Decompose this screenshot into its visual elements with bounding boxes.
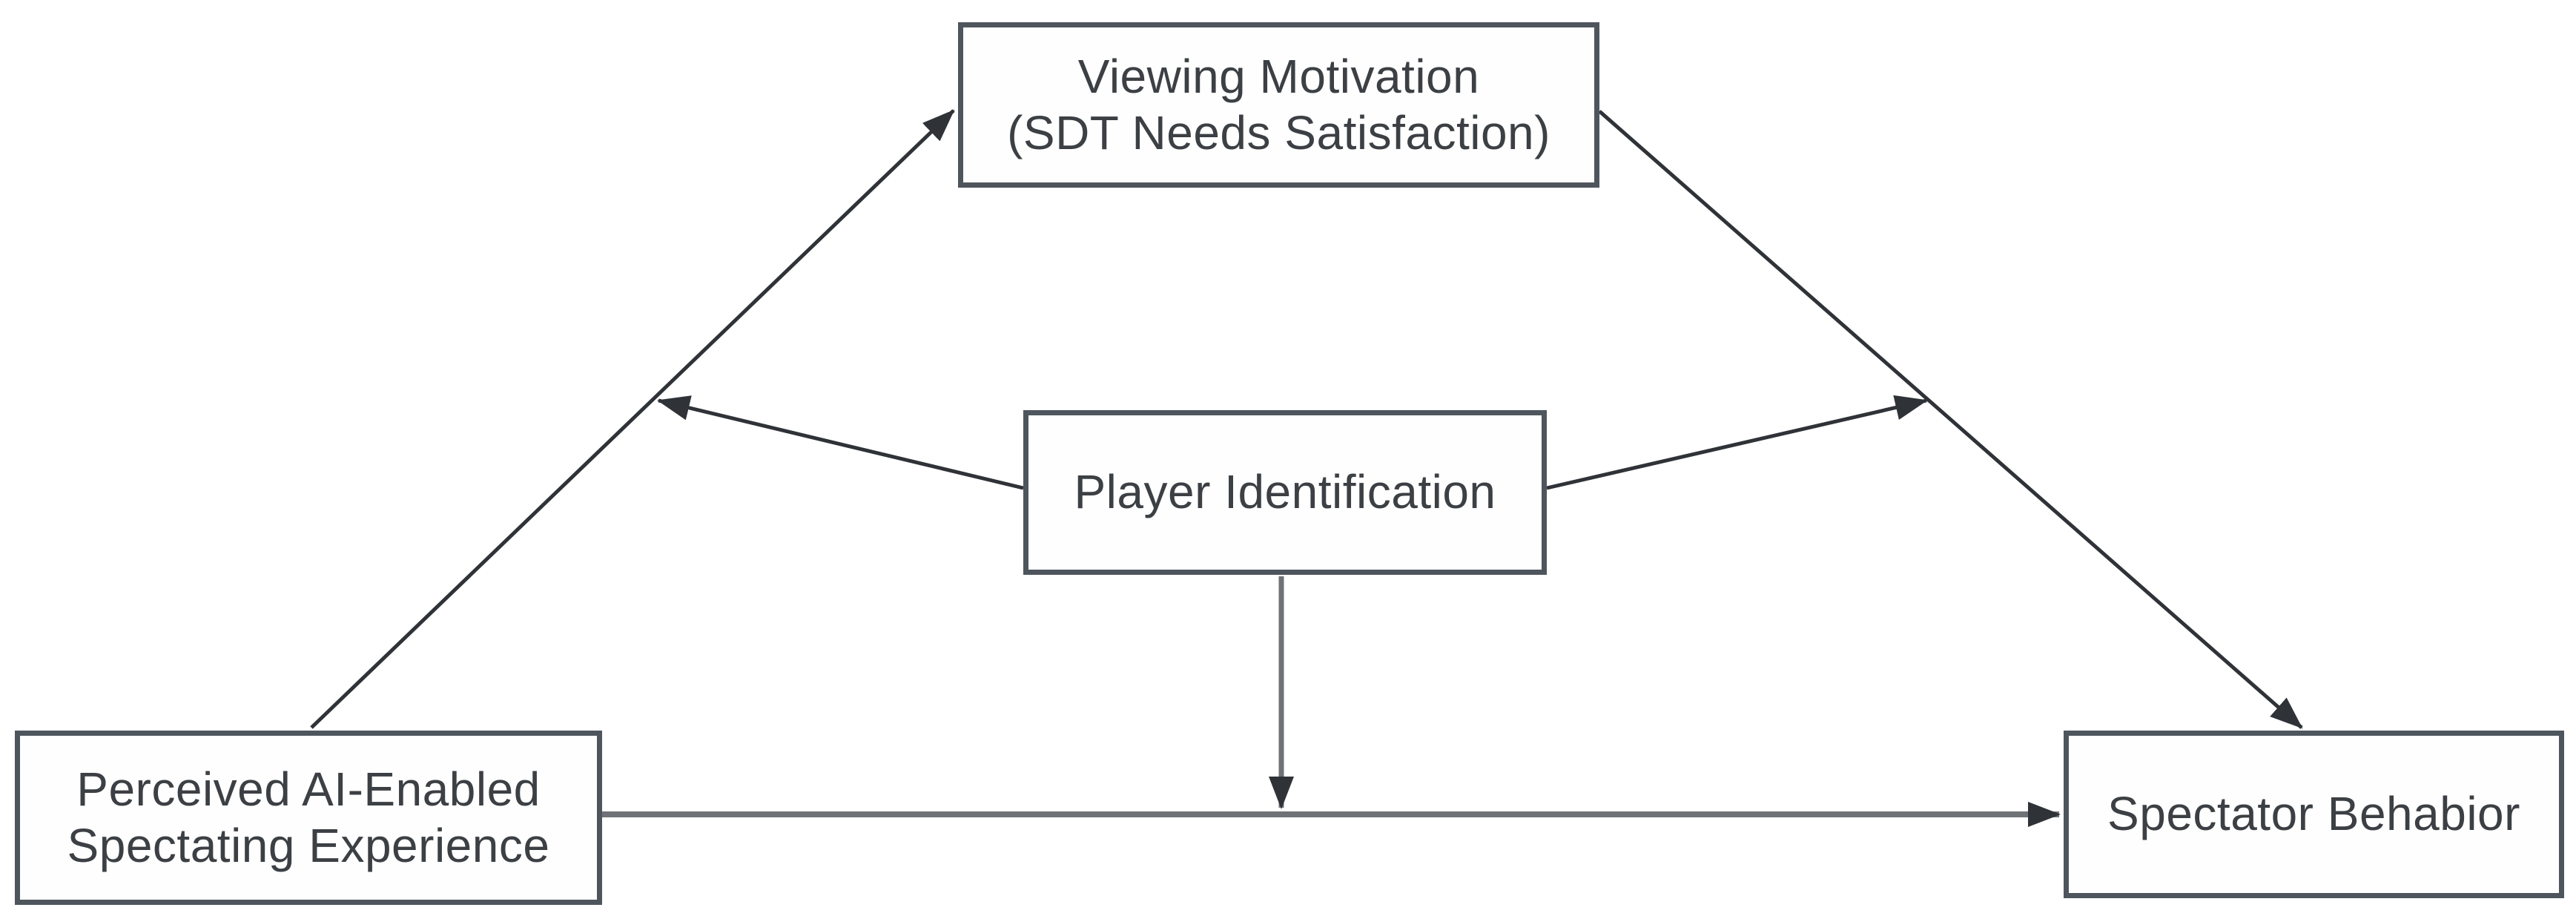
edge-experience-to-motivation [310, 109, 955, 729]
edge-identification-to-experience-motivation-path [657, 395, 1024, 490]
node-label-line: Perceived AI-Enabled [76, 762, 541, 816]
node-label-line: Spectating Experience [67, 818, 550, 872]
node-label-line: Viewing Motivation [1077, 49, 1480, 103]
node-label-line: Player Identification [1074, 465, 1496, 519]
node-spectator-behavior: Spectator Behabior [2064, 731, 2564, 898]
node-viewing-motivation: Viewing Motivation (SDT Needs Satisfacti… [958, 22, 1599, 188]
node-label-line: Spectator Behabior [2107, 787, 2520, 841]
edge-identification-to-motivation-behavior-path [1546, 395, 1928, 490]
node-player-identification: Player Identification [1023, 410, 1547, 575]
edge-motivation-to-behavior [1598, 110, 2303, 729]
node-perceived-experience: Perceived AI-Enabled Spectating Experien… [15, 731, 602, 905]
node-label-line: (SDT Needs Satisfaction) [1007, 105, 1550, 159]
